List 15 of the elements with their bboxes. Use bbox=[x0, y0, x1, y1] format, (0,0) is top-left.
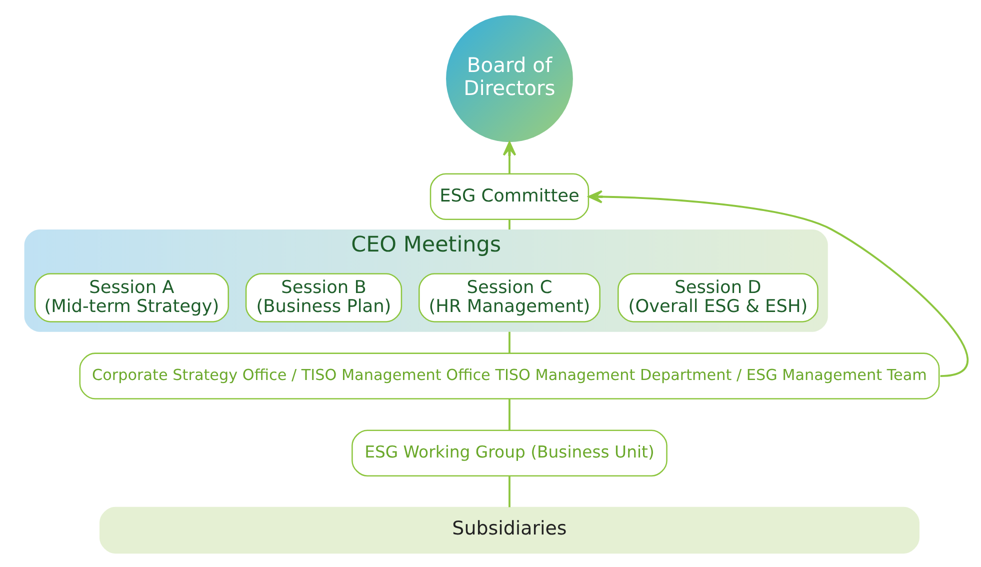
connector bbox=[508, 475, 510, 507]
node-box: Session B (Business Plan) bbox=[244, 272, 402, 322]
node-box: Session D (Overall ESG & ESH) bbox=[617, 272, 818, 322]
node-circle: Board of Directors bbox=[446, 14, 572, 142]
node-box: ESG Committee bbox=[429, 172, 589, 220]
node-box: Subsidiaries bbox=[98, 506, 919, 554]
connector bbox=[508, 219, 510, 229]
connector bbox=[508, 331, 510, 353]
node-box: Corporate Strategy Office / TISO Management Office TISO Management Department / ESG Management Team bbox=[78, 352, 940, 399]
connector bbox=[508, 398, 510, 430]
arrow bbox=[502, 140, 516, 174]
node-box: Session C (HR Management) bbox=[418, 272, 600, 322]
arrow bbox=[588, 190, 968, 376]
node-box: ESG Working Group (Business Unit) bbox=[351, 429, 667, 476]
node-box: Session A (Mid-term Strategy) bbox=[34, 272, 228, 322]
